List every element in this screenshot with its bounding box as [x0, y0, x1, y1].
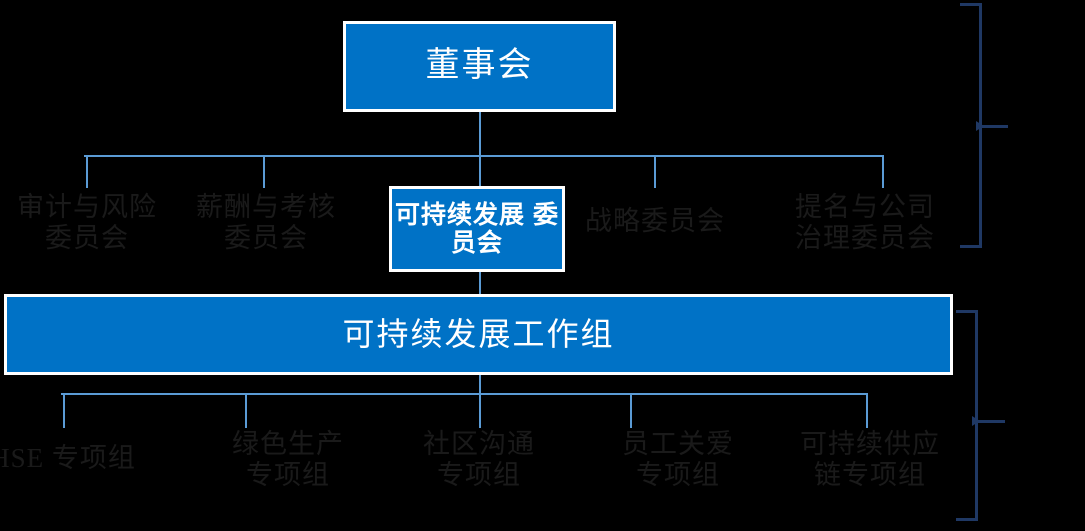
working-group-level-bracket-tick — [978, 420, 1005, 423]
connector-drop-committee-4 — [654, 155, 656, 188]
connector-drop-taskforce-4 — [630, 393, 632, 428]
connector-drop-taskforce-2 — [245, 393, 247, 428]
connector-drop-committee-3 — [479, 155, 481, 186]
working-group-level-bracket-arrow — [972, 416, 980, 426]
connector-drop-committee-1 — [86, 155, 88, 188]
connector-drop-taskforce-3 — [479, 393, 481, 428]
board-level-bracket-arrow — [976, 121, 984, 131]
node-sustainability-committee[interactable]: 可持续发展 委员会 — [389, 186, 565, 272]
node-sustainability-working-group[interactable]: 可持续发展工作组 — [4, 294, 953, 375]
node-sustainable-supply-chain-task-force[interactable]: 可持续供应 链专项组 — [800, 429, 940, 491]
node-community-communication-task-force[interactable]: 社区沟通 专项组 — [423, 429, 535, 491]
connector-drop-committee-2 — [263, 155, 265, 188]
connector-drop-taskforce-1 — [63, 393, 65, 428]
working-group-level-bracket — [956, 310, 978, 521]
node-employee-care-task-force[interactable]: 员工关爱 专项组 — [622, 429, 734, 491]
connector-sustain-to-working-group — [479, 272, 481, 296]
connector-taskforce-bus — [61, 393, 868, 395]
connector-drop-committee-5 — [882, 155, 884, 188]
node-nomination-governance-committee[interactable]: 提名与公司 治理委员会 — [795, 192, 935, 254]
node-strategy-committee[interactable]: 战略委员会 — [585, 206, 725, 236]
connector-working-group-stem — [479, 375, 481, 395]
connector-drop-taskforce-5 — [866, 393, 868, 428]
node-hse-task-force[interactable]: HSE 专项组 — [0, 443, 136, 473]
connector-board-stem — [479, 112, 481, 156]
connector-committee-bus — [84, 155, 884, 157]
node-audit-risk-committee[interactable]: 审计与风险 委员会 — [17, 192, 157, 254]
board-level-bracket-tick — [982, 125, 1008, 128]
node-green-production-task-force[interactable]: 绿色生产 专项组 — [232, 429, 344, 491]
node-compensation-appraisal-committee[interactable]: 薪酬与考核 委员会 — [196, 192, 336, 254]
node-board-of-directors[interactable]: 董事会 — [343, 21, 616, 112]
